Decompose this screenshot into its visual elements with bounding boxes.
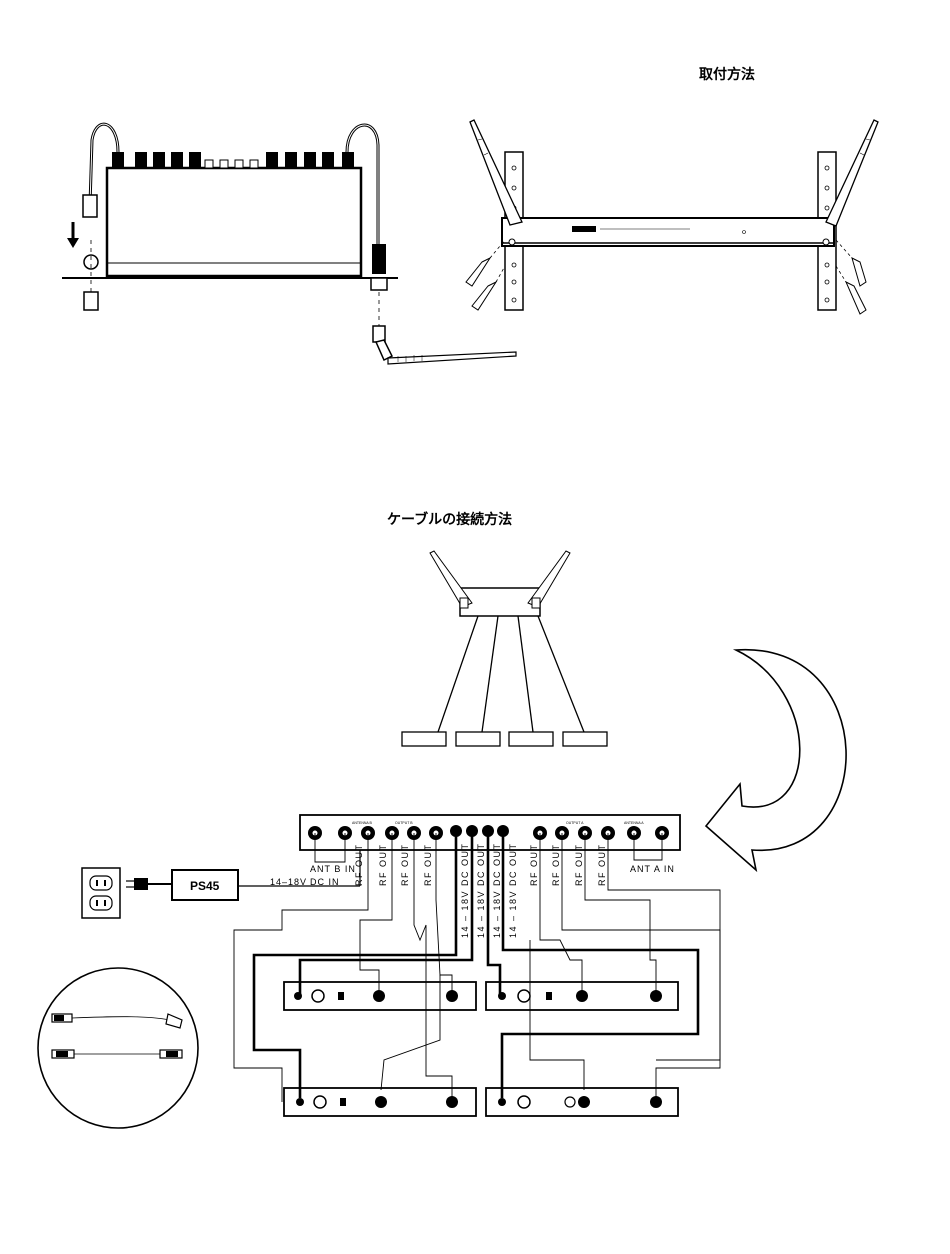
dc-out-label-1: 14 – 18V DC OUT [460, 842, 470, 938]
ant-a-in-label: ANT A IN [630, 864, 675, 874]
rack-mount-view [466, 120, 878, 314]
receiver-bottom-right [486, 1088, 678, 1116]
wall-outlet [82, 868, 120, 918]
dc-out-label-4: 14 – 18V DC OUT [508, 842, 518, 938]
rf-out-label-b3: RF OUT [400, 844, 410, 887]
rf-out-label-a3: RF OUT [574, 844, 584, 887]
cable-inset [38, 968, 198, 1128]
distribution-overview [402, 551, 607, 746]
dc-out-label-2: 14 – 18V DC OUT [476, 842, 486, 938]
receiver-top-left [284, 982, 476, 1010]
rf-out-label-a1: RF OUT [529, 844, 539, 887]
ant-b-in-label: ANT B IN [310, 864, 356, 874]
rf-out-label-b4: RF OUT [423, 844, 433, 887]
output-a-label: OUTPUT A [566, 821, 584, 825]
output-b-label: OUTPUT B [395, 821, 413, 825]
connection-diagram: ANTENNA B OUTPUT B OUTPUT A ANTENNA A AN… [38, 815, 720, 1128]
ant-b-block-label: ANTENNA B [352, 821, 373, 825]
ps45-label: PS45 [190, 879, 220, 893]
rf-out-label-b1: RF OUT [354, 844, 364, 887]
rf-out-label-a4: RF OUT [597, 844, 607, 887]
distributor-front-view [62, 124, 516, 364]
ant-a-block-label: ANTENNA A [624, 821, 644, 825]
rf-out-label-b2: RF OUT [378, 844, 388, 887]
power-plug [126, 878, 172, 890]
rf-out-label-a2: RF OUT [551, 844, 561, 887]
receiver-bottom-left [284, 1088, 476, 1116]
dc-out-label-3: 14 – 18V DC OUT [492, 842, 502, 938]
curved-arrow [706, 650, 846, 870]
